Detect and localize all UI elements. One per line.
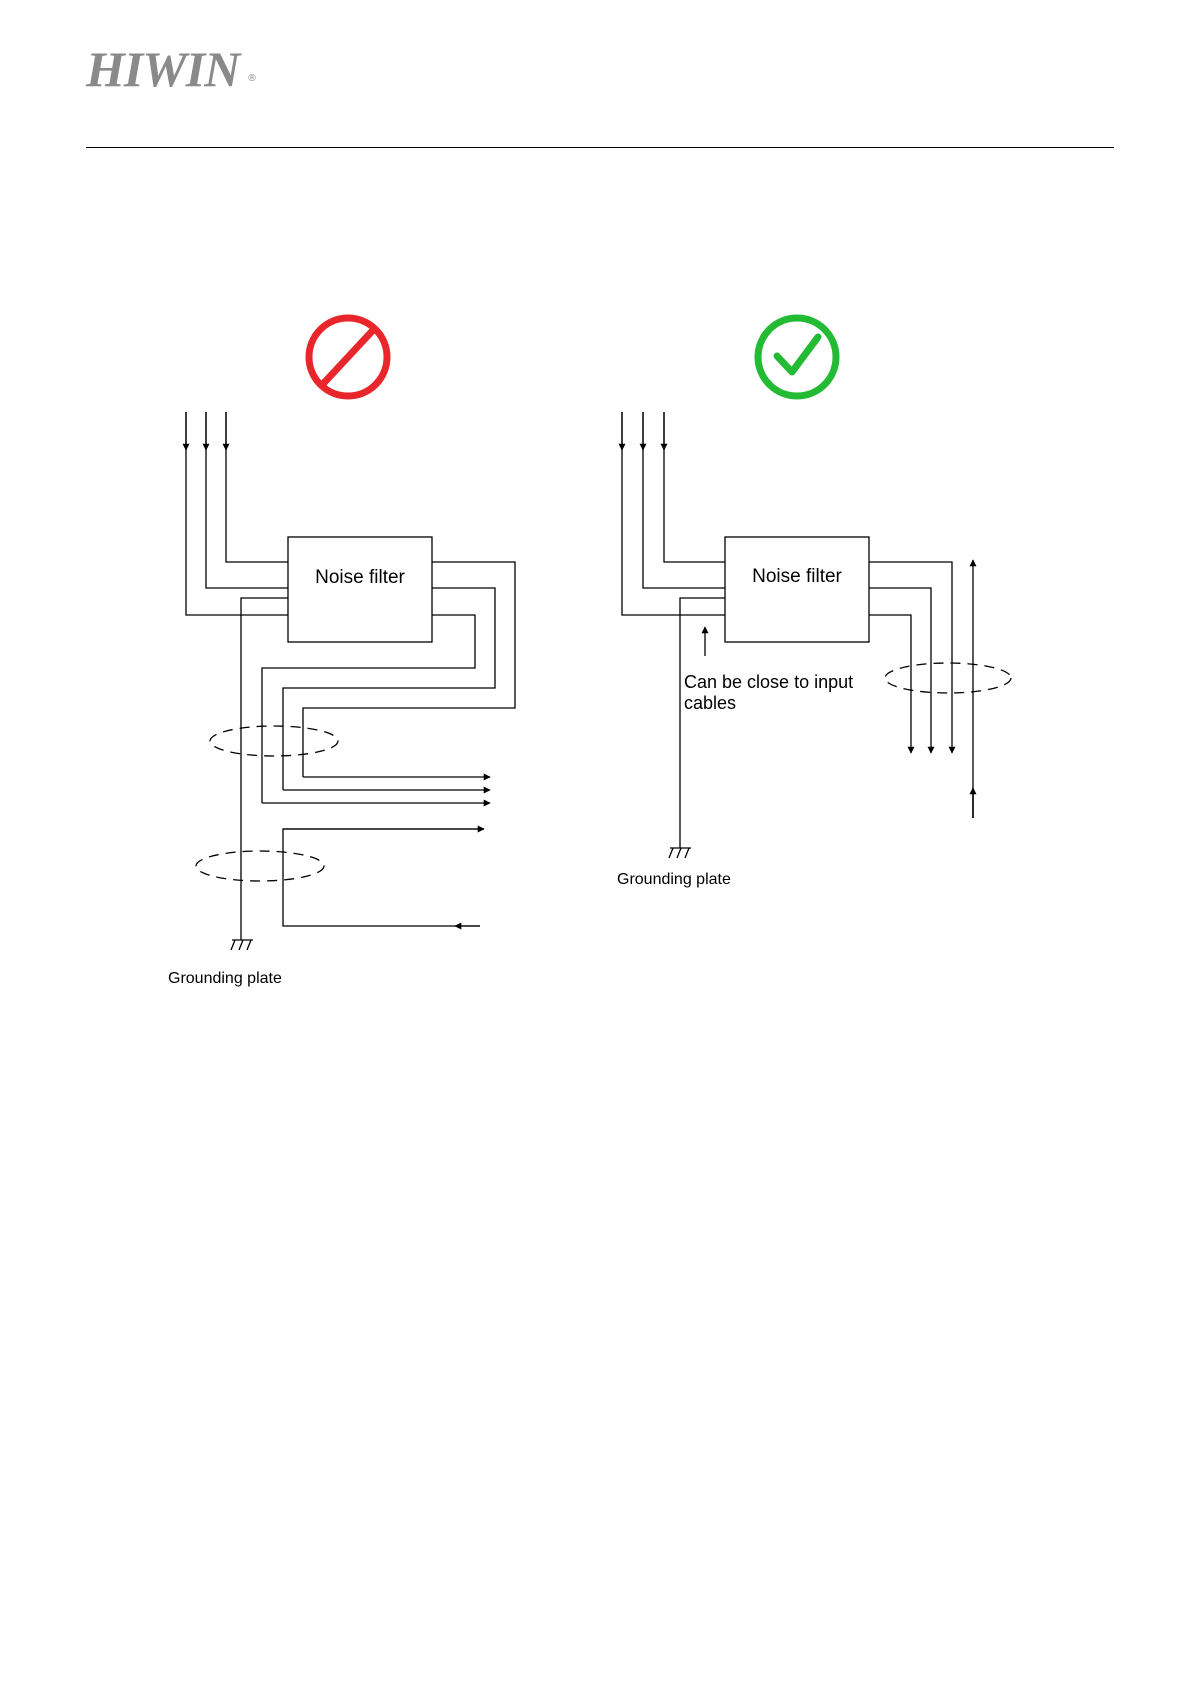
- input-wire-3: [226, 412, 288, 562]
- ground-wire: [241, 598, 288, 940]
- wrong-wires: [186, 412, 515, 950]
- output-wire-2: [869, 588, 931, 753]
- prohibited-icon: [309, 318, 387, 396]
- noise-filter-label: Noise filter: [315, 567, 405, 588]
- noise-filter-box: [725, 537, 869, 642]
- note-line-2: cables: [684, 693, 736, 713]
- grounding-plate-label: Grounding plate: [617, 871, 731, 888]
- noise-filter-box: [288, 537, 432, 642]
- signal-wire-pair: [283, 829, 484, 926]
- correct-wires: [622, 412, 1011, 858]
- ground-symbol: [231, 940, 253, 950]
- bundle-ellipse: [885, 663, 1011, 693]
- ground-symbol: [669, 848, 691, 858]
- correct-wiring-panel: Noise filter Can be close to input cable…: [617, 318, 1011, 888]
- noise-filter-label: Noise filter: [752, 566, 842, 587]
- wrong-wiring-panel: Noise filter Grounding plate: [168, 318, 515, 987]
- checkmark-icon: [758, 318, 836, 396]
- bundle-ellipse-2: [196, 851, 324, 881]
- note-line-1: Can be close to input: [684, 672, 853, 692]
- output-wire-2: [283, 588, 495, 790]
- ground-wire: [680, 598, 725, 848]
- input-wire-1: [622, 412, 725, 615]
- input-wire-3: [664, 412, 725, 562]
- output-wire-3: [262, 615, 475, 803]
- grounding-plate-label: Grounding plate: [168, 970, 282, 987]
- output-wire-1: [303, 562, 515, 777]
- input-wire-1: [186, 412, 288, 615]
- bundle-ellipse-1: [210, 726, 338, 756]
